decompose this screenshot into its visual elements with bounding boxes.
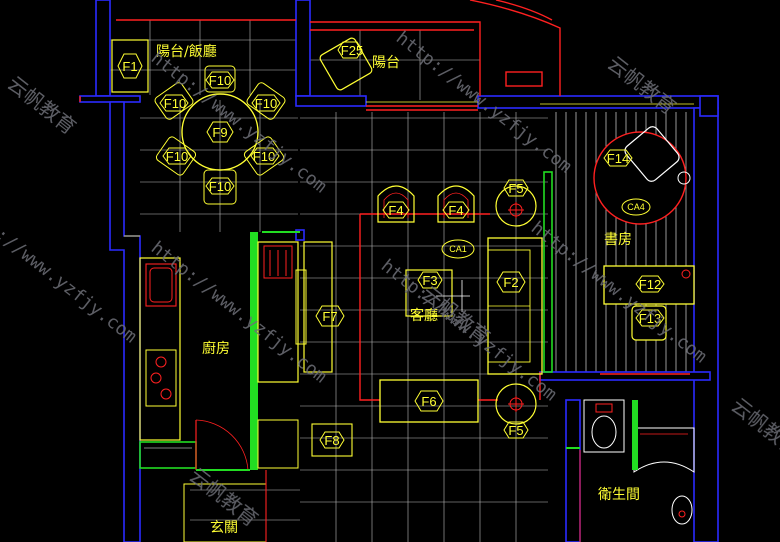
red-outlines bbox=[79, 0, 690, 401]
watermark-cn-5: 云帆教育 bbox=[727, 393, 780, 461]
lamp-table-f5-top: F5 bbox=[495, 179, 537, 227]
label-ca1: CA1 bbox=[449, 244, 467, 254]
room-label-balcony: 陽台 bbox=[372, 55, 400, 71]
walls bbox=[79, 0, 719, 542]
study-carpet-f14: F14 CA4 bbox=[593, 126, 691, 225]
label-f4-left: F4 bbox=[388, 203, 403, 218]
watermark-cn-2: 云帆教育 bbox=[603, 51, 681, 119]
label-f7: F7 bbox=[322, 309, 337, 324]
floor-grid bbox=[110, 20, 548, 542]
room-label-foyer: 玄關 bbox=[210, 519, 238, 536]
label-f5-top: F5 bbox=[508, 181, 523, 196]
label-f10-6: F10 bbox=[209, 179, 231, 194]
label-f10-2: F10 bbox=[164, 96, 186, 111]
kitchen-cabinet-right bbox=[250, 231, 300, 470]
label-f10-5: F10 bbox=[253, 149, 275, 164]
armchair-f4-right: F4 bbox=[437, 185, 475, 223]
dining-chair-3: F10 bbox=[246, 82, 286, 120]
label-f10-4: F10 bbox=[166, 149, 188, 164]
dining-chair-1: F10 bbox=[204, 65, 236, 93]
cabinet-f8: F8 bbox=[311, 423, 353, 457]
room-label-study: 書房 bbox=[604, 232, 632, 248]
sofa-f2: F2 bbox=[487, 237, 543, 375]
room-label-balcony-dining: 陽台/飯廳 bbox=[156, 43, 217, 60]
label-f10-1: F10 bbox=[209, 73, 231, 88]
tv-cabinet-f7: F7 bbox=[295, 241, 345, 373]
dining-chair-5: F10 bbox=[243, 136, 285, 176]
dining-chair-2: F10 bbox=[154, 82, 194, 120]
study-chair-f13: F13 bbox=[631, 305, 667, 341]
watermark-url-3: http://www.yzfjy.com bbox=[147, 237, 331, 387]
watermark-cn-1: 云帆教育 bbox=[3, 71, 81, 139]
room-labels: 陽台/飯廳 陽台 客廳 書房 廚房 衛生間 玄關 bbox=[156, 43, 640, 536]
kitchen-counter bbox=[139, 257, 197, 469]
coffee-table-f3: F3 bbox=[405, 269, 470, 317]
label-f3: F3 bbox=[422, 273, 437, 288]
lounge-chair-f25: F25 bbox=[319, 37, 373, 91]
label-f10-3: F10 bbox=[255, 96, 277, 111]
label-f4-right: F4 bbox=[448, 203, 463, 218]
study-partition bbox=[543, 171, 553, 373]
bathroom-fixtures bbox=[566, 399, 695, 542]
bench-f6: F6 bbox=[379, 379, 479, 423]
label-f2: F2 bbox=[503, 275, 518, 290]
label-f5-bottom: F5 bbox=[508, 423, 523, 438]
label-f25: F25 bbox=[341, 43, 363, 58]
label-f14: F14 bbox=[607, 151, 629, 166]
label-f6: F6 bbox=[421, 394, 436, 409]
carpet-ca1: CA1 bbox=[441, 239, 475, 259]
foyer-area bbox=[183, 470, 267, 542]
cabinet-f1: F1 bbox=[111, 39, 149, 93]
study-desk-f12: F12 bbox=[603, 265, 695, 305]
lamp-table-f5-bottom: F5 bbox=[495, 383, 537, 439]
armchair-f4-left: F4 bbox=[377, 185, 415, 223]
kitchen-door bbox=[195, 419, 250, 471]
label-f12: F12 bbox=[639, 277, 661, 292]
dining-chair-4: F10 bbox=[155, 136, 197, 176]
window-lines bbox=[124, 101, 694, 237]
room-label-bath: 衛生間 bbox=[598, 487, 640, 503]
room-label-living: 客廳 bbox=[410, 307, 438, 324]
label-f13: F13 bbox=[639, 311, 661, 326]
label-f8: F8 bbox=[324, 433, 339, 448]
dining-table-f9: F9 bbox=[181, 93, 259, 171]
label-f9: F9 bbox=[212, 125, 227, 140]
label-f1: F1 bbox=[122, 59, 137, 74]
room-label-kitchen: 廚房 bbox=[202, 340, 230, 357]
label-ca4: CA4 bbox=[627, 202, 645, 212]
dining-chair-6: F10 bbox=[203, 169, 237, 205]
